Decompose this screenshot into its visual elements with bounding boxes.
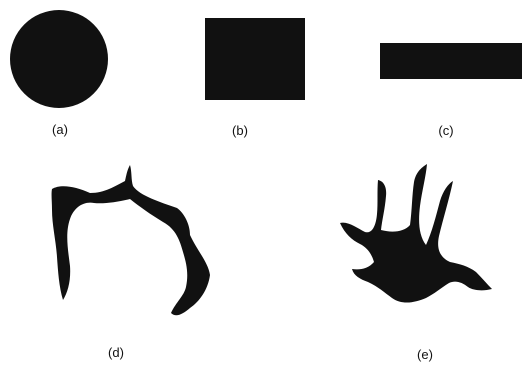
label-d: (d) (108, 345, 124, 360)
shape-b-square (205, 18, 305, 100)
shape-c-rectangle (380, 43, 522, 79)
label-a: (a) (52, 122, 68, 137)
label-c: (c) (438, 123, 453, 138)
shape-d-arch (52, 165, 210, 315)
label-e: (e) (417, 347, 433, 362)
shape-a-circle (10, 10, 108, 108)
label-b: (b) (232, 123, 248, 138)
shape-e-branching (340, 164, 492, 303)
